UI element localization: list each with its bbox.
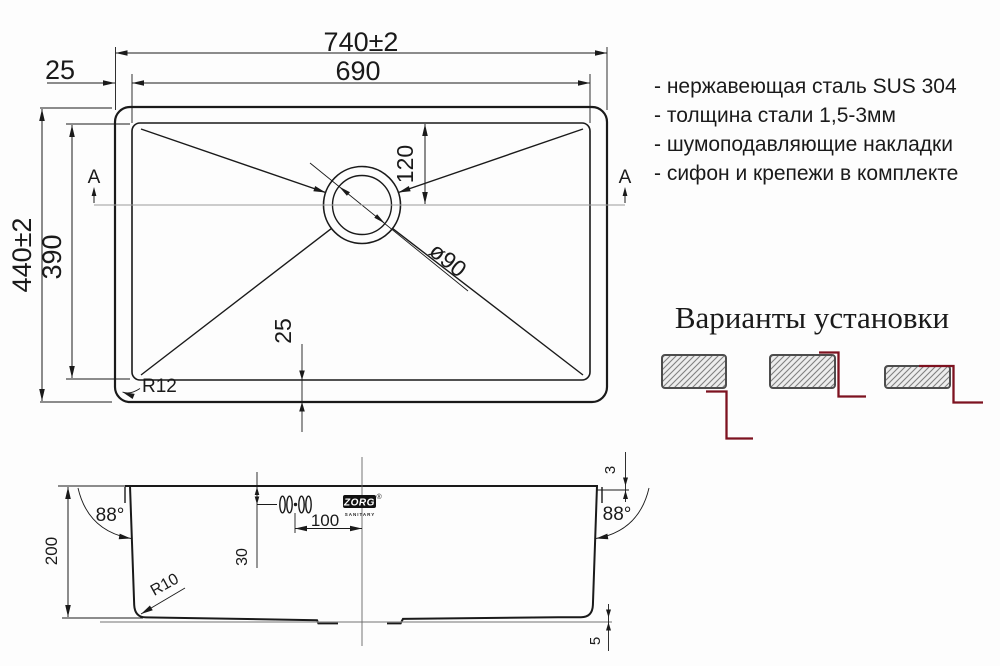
section-view: 200 88° 88° 3 30 100 [42, 452, 650, 651]
sink-outer-edge [113, 105, 609, 404]
faucet-holes [279, 495, 312, 514]
angle-dimension-right: 88° [595, 487, 650, 540]
angle-dimension-left: 88° [77, 487, 132, 540]
dimension-outer-height: 440±2 [7, 107, 112, 403]
spec-item: - сифон и крепежи в комплекте [654, 162, 958, 185]
sink-profile-red-line [706, 390, 753, 440]
sink-profile [58, 457, 629, 646]
dimension-rim-left: 25 [45, 55, 115, 86]
logo-registered-mark: ® [377, 493, 383, 501]
bowl-slope-line-tl [140, 128, 326, 194]
installation-option-undermount [661, 354, 753, 440]
logo-plate [343, 495, 376, 508]
logo-brand-text: ZORG [343, 498, 375, 509]
hole-offset-vertical-label: 30 [234, 548, 251, 566]
dimension-bottom-radius: R10 [140, 570, 186, 615]
bottom-radius-label: R10 [148, 570, 182, 599]
dimension-drain-offset: 120 [392, 124, 428, 204]
installation-options: Варианты установки [661, 300, 983, 440]
angle-right-label: 88° [603, 504, 632, 525]
angle-left-label: 88° [96, 505, 125, 526]
section-line-a-a: A A [88, 167, 632, 206]
dimension-rim-bottom: 25 [270, 318, 305, 432]
countertop-section [661, 354, 727, 389]
sink-profile-red-line [819, 351, 866, 398]
outer-height-label: 440±2 [7, 218, 37, 293]
section-letter-left: A [88, 167, 101, 188]
hole-offset-horizontal-label: 100 [311, 511, 339, 530]
spec-item: - толщина стали 1,5-3мм [654, 104, 896, 127]
depth-label: 200 [42, 537, 61, 565]
corner-radius-label: R12 [142, 376, 177, 397]
spec-item: - шумоподавляющие накладки [654, 133, 953, 156]
bottom-step-label: 5 [587, 637, 604, 645]
sink-profile-red-line [919, 364, 983, 404]
specs-list: - нержавеющая сталь SUS 304 - толщина ст… [654, 75, 958, 185]
right-wall-and-bottom [387, 485, 598, 625]
countertop-section [769, 354, 836, 389]
bowl-slope-line-tr [398, 128, 584, 194]
section-letter-right: A [619, 167, 632, 188]
outer-width-label: 740±2 [324, 27, 399, 57]
installation-option-flushmount [884, 364, 983, 404]
zorg-logo: ZORG ® SANITARY [343, 493, 383, 517]
rim-lip-label: 3 [602, 466, 619, 474]
drain-diameter-label: ø90 [424, 237, 471, 282]
inner-height-label: 390 [37, 234, 67, 279]
dimension-inner-width: 690 [131, 56, 591, 123]
bowl-slope-line-bl [140, 227, 332, 376]
logo-subtitle-text: SANITARY [345, 512, 376, 517]
sink-bowl-edge [131, 122, 591, 381]
installation-title: Варианты установки [675, 300, 949, 335]
dimension-hole-offset-horizontal: 100 [294, 511, 362, 533]
top-view: 740±2 690 25 440±2 390 120 [7, 27, 632, 432]
left-wall-and-bottom [129, 485, 338, 625]
sink-outline-top [113, 105, 609, 404]
spec-item: - нержавеющая сталь SUS 304 [654, 75, 957, 98]
dimension-hole-offset-vertical: 30 [234, 472, 277, 568]
rim-bottom-label: 25 [270, 318, 296, 344]
dimension-bottom-step: 5 [587, 604, 611, 651]
drain-offset-label: 120 [392, 145, 418, 183]
inner-width-label: 690 [335, 56, 380, 86]
dimension-outer-width: 740±2 [115, 27, 608, 110]
installation-option-topmount [769, 351, 866, 398]
dimension-corner-radius: R12 [122, 376, 177, 400]
rim-left-label: 25 [45, 55, 75, 85]
dimension-drain-diameter: ø90 [309, 162, 472, 292]
dimension-inner-height: 390 [37, 123, 130, 380]
bowl-slope-line-br [392, 227, 584, 376]
dimension-depth: 200 [42, 487, 143, 619]
dimension-rim-lip: 3 [602, 452, 628, 502]
countertop-section [884, 365, 951, 389]
